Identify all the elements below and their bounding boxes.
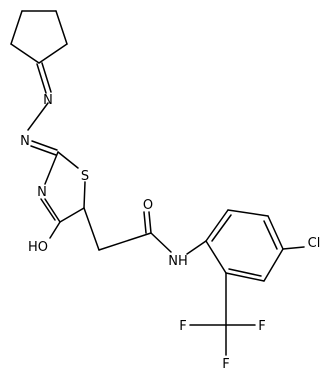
atom-nh-amide: NH bbox=[168, 254, 188, 269]
bond-c-o-double-b bbox=[143, 211, 147, 234]
bond-c4-n3-double-b bbox=[40, 198, 56, 221]
atom-f-middle: F bbox=[222, 357, 229, 372]
bond-ring-1 bbox=[205, 209, 229, 242]
bond-n-c2-double-a bbox=[31, 140, 58, 151]
bond-c4-o bbox=[49, 221, 61, 239]
bond-ring-6 bbox=[205, 240, 227, 274]
bond-ring-2 bbox=[227, 209, 269, 217]
bond-cyclopentane-5 bbox=[38, 43, 68, 64]
bond-ring-4 bbox=[263, 248, 284, 282]
atom-n-azine-bottom: N bbox=[20, 134, 30, 149]
bond-ring-3 bbox=[267, 215, 284, 250]
bond-n3-c2 bbox=[44, 151, 59, 185]
bond-co-nh bbox=[150, 232, 172, 253]
atom-cl: Cl bbox=[308, 236, 321, 251]
bond-cyclopentane-2 bbox=[10, 10, 23, 45]
bond-layer bbox=[10, 10, 305, 356]
bond-c4-n3-double-a bbox=[44, 198, 61, 223]
atom-o-carbonyl: O bbox=[143, 198, 153, 213]
bond-c5-c4 bbox=[59, 207, 85, 223]
atom-n-azine-top: N bbox=[43, 93, 53, 108]
bond-ring-3-inner bbox=[263, 220, 278, 250]
bond-s-c5 bbox=[83, 181, 86, 209]
bond-ring-5 bbox=[225, 272, 265, 282]
bond-c-o-double-a bbox=[148, 211, 152, 234]
bond-cyclopentane-4 bbox=[55, 10, 68, 45]
bond-n-n bbox=[27, 102, 49, 131]
atom-s-ring: S bbox=[81, 169, 89, 184]
bond-ch2-co bbox=[98, 232, 152, 251]
bond-nh-aryl bbox=[186, 240, 207, 255]
atom-o-hydroxyl: HO bbox=[28, 240, 48, 255]
bond-c2-s bbox=[57, 151, 79, 169]
bond-cyclopentane-1 bbox=[10, 43, 40, 64]
bond-c-n-double-b bbox=[41, 62, 52, 93]
atom-label-layer: N N S N HO O NH Cl F F F bbox=[20, 93, 320, 372]
atom-f-right: F bbox=[258, 319, 265, 334]
bond-n-c2-double-b bbox=[30, 145, 57, 156]
atom-f-left: F bbox=[179, 319, 186, 334]
bond-ring-cl bbox=[282, 246, 305, 250]
bond-c-n-double-a bbox=[36, 63, 47, 94]
atom-n-ring: N bbox=[37, 185, 47, 200]
bond-ring-5-inner bbox=[228, 268, 262, 277]
bond-c5-ch2 bbox=[83, 207, 100, 251]
bond-ring-1-inner bbox=[211, 214, 232, 242]
